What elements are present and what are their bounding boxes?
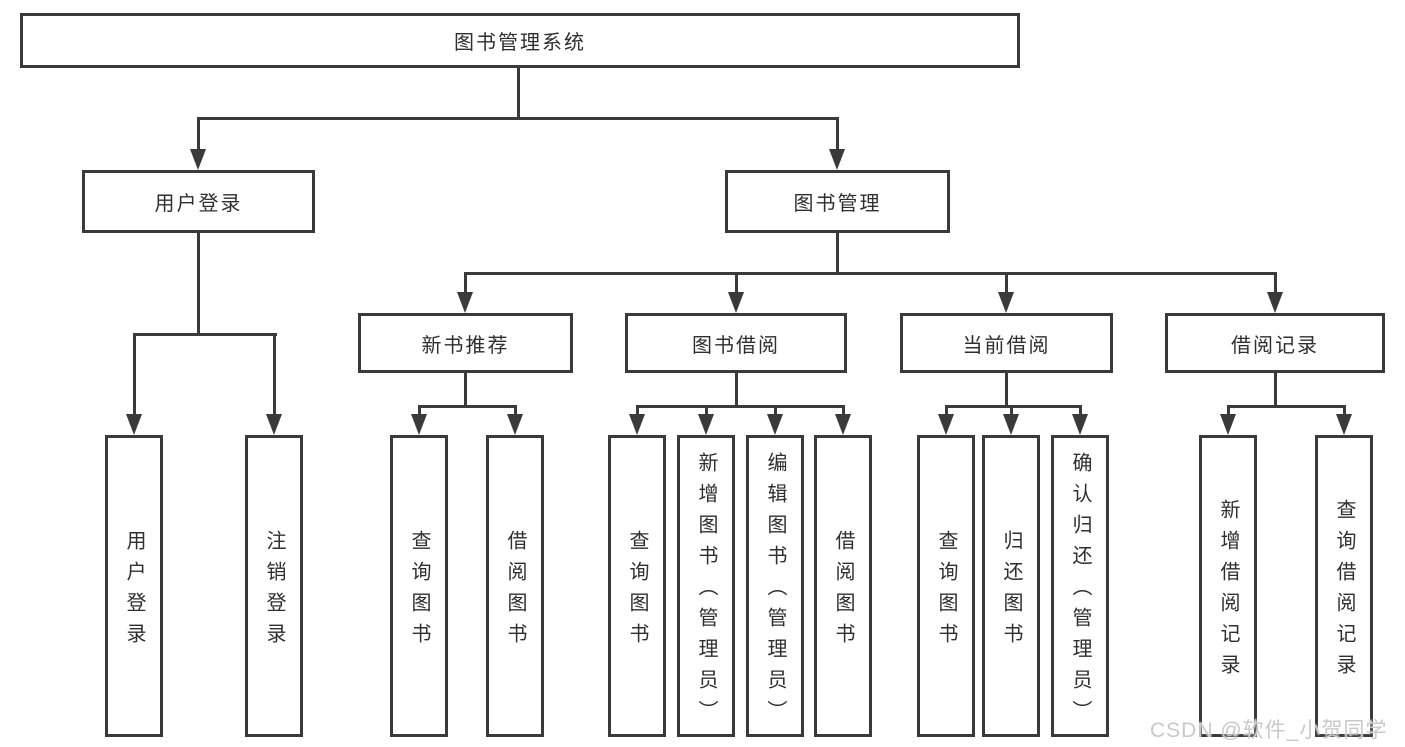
connector-line [836,117,839,151]
arrow-down-icon [126,414,142,435]
arrow-down-icon [411,414,427,435]
connector-line [842,405,845,415]
connector-line [464,371,467,407]
connector-line [517,66,520,119]
connector-line [1274,371,1277,407]
connector-line [636,405,639,415]
node-bb-add-books-admin: 新增图书（管理员） [677,435,735,737]
connector-line [774,405,777,415]
connector-line [1274,272,1277,294]
node-label: 确认归还（管理员） [1069,452,1091,731]
arrow-down-icon [767,414,783,435]
node-nb-borrow-books: 借阅图书 [486,435,544,737]
node-bb-edit-books-admin: 编辑图书（管理员） [746,435,804,737]
connector-line [1227,405,1345,408]
arrow-down-icon [190,149,206,170]
node-label: 新增图书（管理员） [695,452,717,731]
node-label: 查询图书 [408,529,430,654]
connector-line [1005,272,1008,294]
connector-line [197,117,839,120]
arrow-down-icon [1267,292,1283,313]
connector-line [1005,371,1008,407]
node-label: 查询借阅记录 [1333,498,1355,685]
node-cb-query-books: 查询图书 [917,435,975,737]
node-nb-query-books: 查询图书 [390,435,448,737]
node-borrowing-records: 借阅记录 [1165,313,1385,373]
connector-line [945,405,1082,408]
connector-line [464,272,467,294]
node-label: 查询图书 [626,529,648,654]
arrow-down-icon [457,292,473,313]
arrow-down-icon [728,292,744,313]
connector-line [273,333,276,415]
connector-line [197,117,200,151]
arrow-down-icon [1072,414,1088,435]
arrow-down-icon [1220,414,1236,435]
node-current-borrowing: 当前借阅 [900,313,1113,373]
connector-line [1079,405,1082,415]
connector-line [197,231,200,335]
connector-line [1010,405,1013,415]
node-br-add-borrow-record: 新增借阅记录 [1199,435,1257,737]
arrow-down-icon [998,292,1014,313]
node-label: 新增借阅记录 [1217,498,1239,685]
node-book-management: 图书管理 [725,170,950,233]
node-book-borrowing: 图书借阅 [625,313,847,373]
node-label: 图书借阅 [692,334,780,357]
node-br-query-borrow-record: 查询借阅记录 [1315,435,1373,737]
connector-line [464,272,1277,275]
arrow-down-icon [507,414,523,435]
connector-line [945,405,948,415]
connector-line [636,405,845,408]
connector-line [418,405,517,408]
connector-line [133,333,136,415]
node-label: 用户登录 [154,193,243,215]
node-label: 查询图书 [935,529,957,654]
arrow-down-icon [938,414,954,435]
node-cb-return-books: 归还图书 [982,435,1040,737]
connector-line [133,333,277,336]
arrow-down-icon [629,414,645,435]
node-label: 用户登录 [123,529,145,654]
connector-line [1227,405,1230,415]
arrow-down-icon [829,149,845,170]
node-new-book-recommendation: 新书推荐 [358,313,573,373]
node-label: 当前借阅 [962,334,1051,357]
node-label: 图书管理 [793,193,882,215]
node-user-login: 用户登录 [82,170,315,233]
connector-line [836,231,839,274]
connector-line [735,371,738,407]
node-label: 借阅记录 [1231,334,1319,357]
arrow-down-icon [1003,414,1019,435]
csdn-watermark: CSDN @软件_小贺同学 [1150,719,1388,742]
node-label: 编辑图书（管理员） [764,452,786,731]
arrow-down-icon [835,414,851,435]
node-label: 借阅图书 [504,529,526,654]
connector-line [514,405,517,415]
connector-line [1343,405,1346,415]
node-bb-query-books: 查询图书 [608,435,666,737]
node-cb-confirm-return-admin: 确认归还（管理员） [1051,435,1109,737]
arrow-down-icon [266,414,282,435]
node-label: 注销登录 [263,529,285,654]
node-user-login-action: 用户登录 [105,435,163,737]
node-logout-action: 注销登录 [245,435,303,737]
node-bb-borrow-books: 借阅图书 [814,435,872,737]
node-label: 借阅图书 [832,529,854,654]
node-label: 图书管理系统 [454,32,586,54]
node-label: 新书推荐 [421,334,510,357]
arrow-down-icon [698,414,714,435]
connector-line [735,272,738,294]
node-label: 归还图书 [1000,529,1022,654]
connector-line [418,405,421,415]
node-library-management-system: 图书管理系统 [20,13,1020,68]
arrow-down-icon [1336,414,1352,435]
connector-line [705,405,708,415]
